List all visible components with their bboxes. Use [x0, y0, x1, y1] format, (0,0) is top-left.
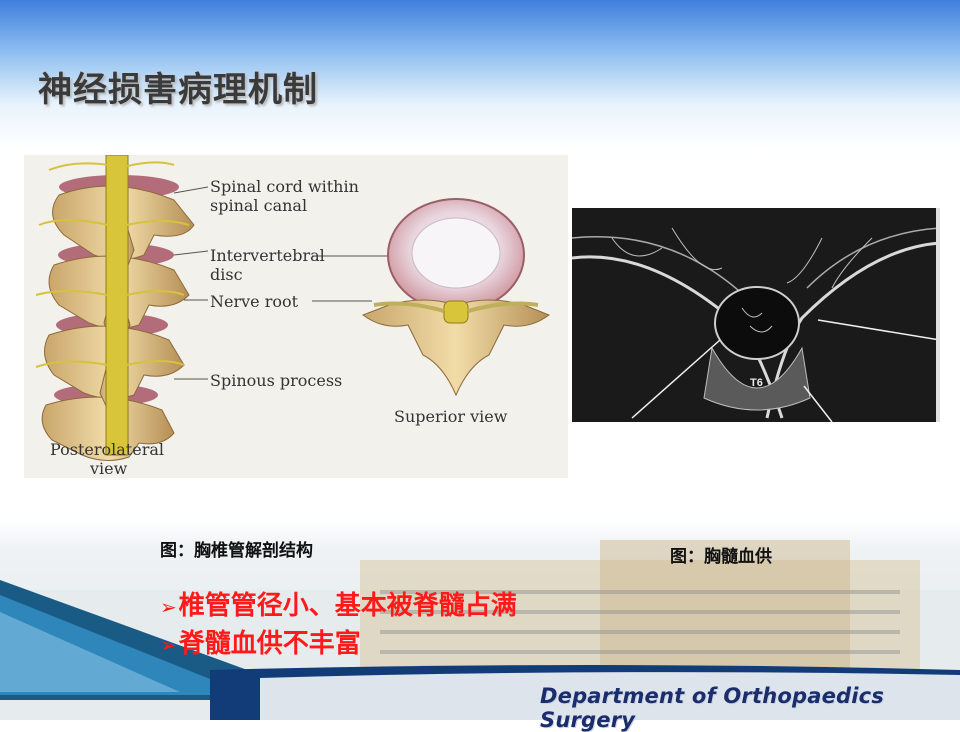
caption-right: 图：胸髓血供: [670, 547, 772, 567]
label-spinal-cord-1: Spinal cord within: [210, 177, 359, 196]
label-posterolateral-1: Posterolateral: [50, 440, 164, 459]
leader-lines: [173, 186, 399, 380]
spinal-cord: [105, 155, 129, 456]
superior-view-vertebra: [361, 198, 551, 397]
vessels: [611, 227, 873, 333]
campus-drawing: [0, 540, 960, 720]
label-superior-view: Superior view: [394, 407, 508, 426]
bullet-item-1: ➢椎管管径小、基本被脊髓占满: [160, 590, 517, 623]
slide-title: 神经损害病理机制: [38, 70, 318, 110]
label-nerve-root: Nerve root: [210, 292, 299, 311]
vertebral-body: [703, 346, 811, 411]
spine-anatomy-drawing: [35, 155, 551, 461]
pointer-lines: [631, 319, 940, 422]
department-footer: Department of Orthopaedics Surgery: [540, 684, 885, 732]
label-t6: T6: [750, 377, 763, 389]
bullet-text-2: 脊髓血供不丰富: [178, 629, 361, 659]
label-spinal-cord-2: spinal canal: [210, 196, 308, 215]
bullet-text-1: 椎管管径小、基本被脊髓占满: [178, 591, 517, 621]
header-gradient: [0, 0, 960, 150]
arrow-bullet-icon: ➢: [160, 595, 177, 619]
spine-anatomy-figure: Spinal cord within spinal canal Interver…: [24, 155, 568, 478]
label-disc-1: Intervertebral: [210, 246, 325, 265]
campus-background: [0, 520, 960, 720]
spinal-cord-blood-supply-figure: T6: [572, 208, 940, 422]
label-spinous-process: Spinous process: [210, 371, 343, 390]
spinal-canal-outline: [714, 286, 800, 360]
angiogram-drawing: [572, 208, 940, 422]
label-disc-2: disc: [210, 265, 243, 284]
arrow-bullet-icon: ➢: [160, 633, 177, 657]
bullet-item-2: ➢脊髓血供不丰富: [160, 628, 361, 661]
label-posterolateral-2: view: [90, 459, 128, 478]
caption-left: 图：胸椎管解剖结构: [160, 541, 313, 561]
nerve-roots: [35, 161, 190, 368]
